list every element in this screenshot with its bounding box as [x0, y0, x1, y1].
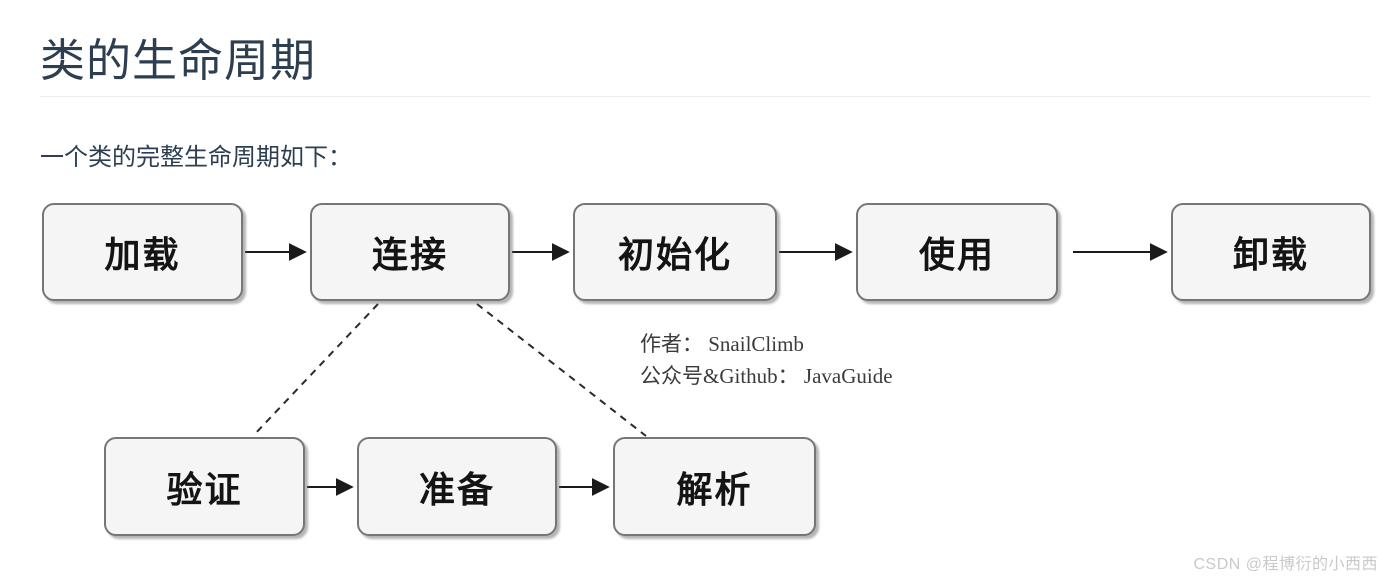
flow-node-unload-label: 卸载 — [1232, 234, 1309, 275]
attribution-author: 作者： SnailClimb — [640, 332, 804, 356]
flow-node-verify: 验证 — [104, 437, 305, 536]
csdn-watermark: CSDN @程博衍的小西西 — [1193, 556, 1378, 573]
flow-node-resolve: 解析 — [613, 437, 816, 536]
flow-node-unload: 卸载 — [1171, 203, 1371, 301]
flow-node-link-label: 连接 — [371, 234, 448, 275]
diagram-attribution: 作者： SnailClimb 公众号&Github： JavaGuide — [640, 328, 893, 392]
flow-node-use: 使用 — [856, 203, 1058, 301]
flow-node-prepare-label: 准备 — [418, 468, 495, 510]
flow-node-initialize: 初始化 — [573, 203, 777, 301]
flow-node-verify-label: 验证 — [166, 468, 243, 510]
title-divider — [40, 96, 1370, 97]
flow-node-resolve-label: 解析 — [676, 468, 753, 510]
attribution-github: 公众号&Github： JavaGuide — [640, 364, 893, 388]
flow-node-use-label: 使用 — [918, 234, 995, 275]
flow-node-initialize-label: 初始化 — [617, 234, 732, 275]
flow-node-prepare: 准备 — [357, 437, 557, 536]
flow-node-link: 连接 — [310, 203, 510, 301]
page-title: 类的生命周期 — [40, 35, 317, 86]
flow-node-load: 加载 — [42, 203, 243, 301]
intro-text: 一个类的完整生命周期如下： — [40, 144, 352, 171]
flow-node-load-label: 加载 — [104, 234, 181, 275]
